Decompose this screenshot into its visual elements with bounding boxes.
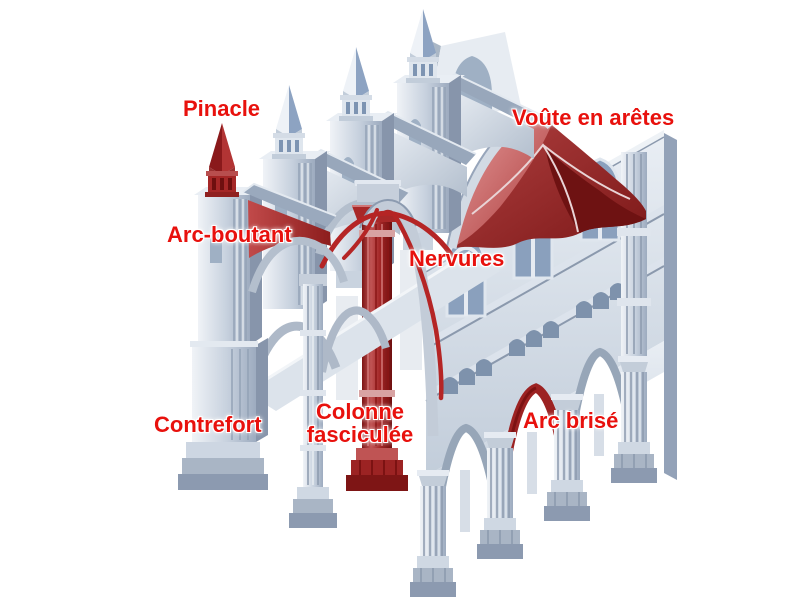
corner-shaft <box>617 152 651 356</box>
flying-buttress-red <box>242 182 348 294</box>
label-voute: Voûte en arêtes <box>512 105 675 130</box>
contrefort-pier <box>178 186 268 490</box>
label-pinacle: Pinacle <box>183 96 261 121</box>
pinnacle-gray <box>272 85 306 159</box>
aisle-roof-edge <box>245 250 471 394</box>
label-colonne-line2: fasciculée <box>306 422 414 447</box>
label-nervures: Nervures <box>409 246 505 271</box>
label-colonne-line1: Colonne <box>316 399 404 424</box>
pinnacle-gray <box>339 47 373 121</box>
pinnacle-red <box>205 123 239 197</box>
label-arc-brise: Arc brisé <box>523 408 619 433</box>
aisle-colonnette <box>289 274 337 528</box>
arcade <box>437 347 629 545</box>
label-arc-boutant: Arc-boutant <box>167 222 292 247</box>
label-colonne-fasciculee: Colonne fasciculée <box>280 400 440 446</box>
label-contrefort: Contrefort <box>154 412 262 437</box>
contrefort-base <box>178 442 268 490</box>
column-base-red <box>346 448 408 491</box>
vault-ribs-red <box>319 208 455 401</box>
